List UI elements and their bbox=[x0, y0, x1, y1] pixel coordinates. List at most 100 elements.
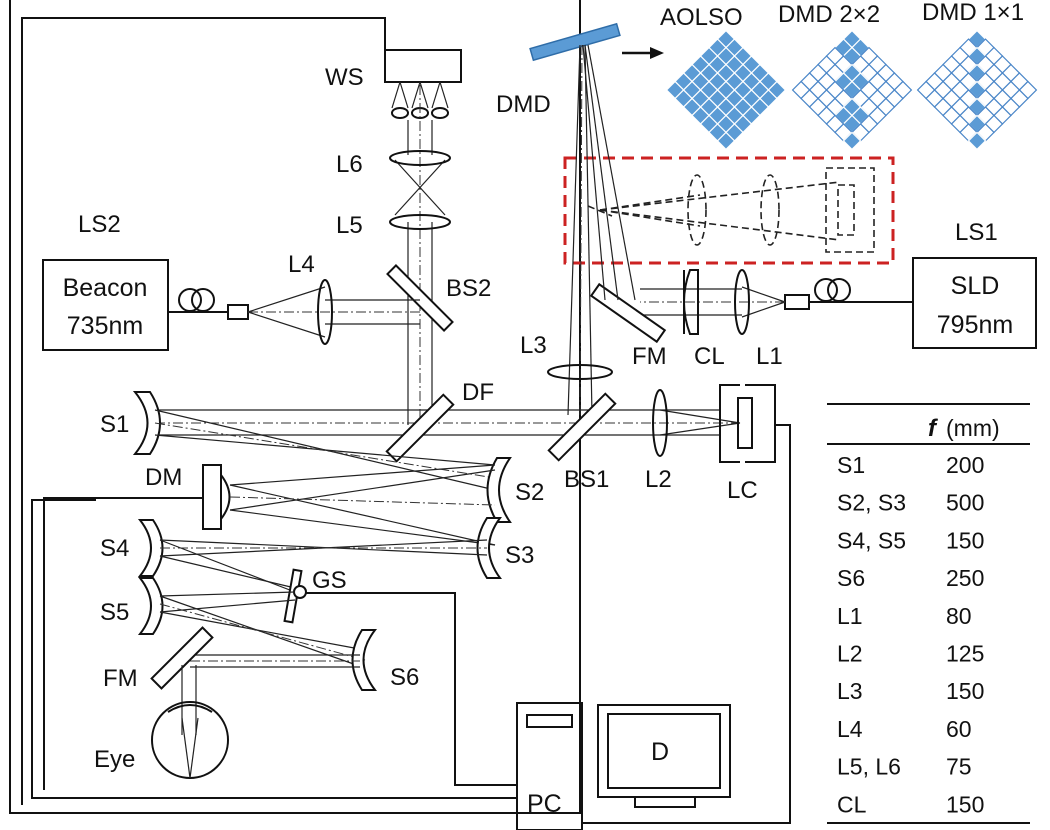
l6-label: L6 bbox=[336, 151, 363, 178]
s6-mirror bbox=[351, 629, 378, 691]
s5-mirror bbox=[137, 577, 164, 635]
s3-mirror bbox=[476, 517, 502, 579]
table-row-focal-length: 75 bbox=[946, 754, 972, 780]
gs-label: GS bbox=[312, 567, 347, 594]
table-row-element: S4, S5 bbox=[837, 527, 906, 553]
table-row-element: L2 bbox=[837, 641, 863, 667]
aolso-label: AOLSO bbox=[660, 4, 743, 31]
dm-label: DM bbox=[145, 464, 182, 491]
l2-lens bbox=[652, 389, 668, 457]
eye-globe bbox=[151, 701, 229, 779]
eye: Eye bbox=[94, 701, 229, 779]
fm-bottom-mirror bbox=[150, 626, 214, 690]
dm-deformable-mirror bbox=[202, 464, 222, 530]
dmd-micromirror-cell bbox=[842, 131, 862, 151]
table-row-focal-length: 150 bbox=[946, 527, 984, 553]
mirror-relay: S1 S2 DM S3 S4 GS S5 bbox=[100, 391, 544, 735]
inset-dashed-box bbox=[563, 156, 895, 265]
ls1-label: LS1 bbox=[955, 219, 998, 246]
l3-lens bbox=[547, 364, 613, 380]
dmd-1x1-pattern-grid bbox=[916, 29, 1038, 151]
table-row-element: L3 bbox=[837, 678, 863, 704]
s4-label: S4 bbox=[100, 535, 129, 562]
s4-mirror bbox=[137, 519, 164, 577]
eye-cornea bbox=[167, 704, 213, 713]
bs1-beamsplitter bbox=[547, 392, 617, 462]
table-row-focal-length: 125 bbox=[946, 641, 984, 667]
control-wires bbox=[9, 0, 791, 824]
alt-scan-inset bbox=[563, 156, 895, 265]
main-beam: DF BS1 L2 LC bbox=[155, 379, 776, 504]
l1-lens bbox=[734, 269, 750, 335]
dmd-section: DMD AOLSO DMD 2×2 DMD 1×1 bbox=[496, 0, 1038, 151]
table-row-element: L5, L6 bbox=[837, 754, 901, 780]
l3-label: L3 bbox=[520, 332, 547, 359]
table-row-focal-length: 80 bbox=[946, 603, 972, 629]
dmd-1x1-label: DMD 1×1 bbox=[922, 0, 1024, 26]
detection-path: L6 L5 BS2 bbox=[336, 85, 491, 425]
table-row-focal-length: 200 bbox=[946, 452, 984, 478]
beacon-name: Beacon bbox=[63, 274, 148, 302]
l4-lens bbox=[317, 279, 333, 345]
l2-label: L2 bbox=[645, 466, 672, 493]
table-row-focal-length: 150 bbox=[946, 791, 984, 817]
table-row-focal-length: 150 bbox=[946, 678, 984, 704]
dmd-micromirror-cell bbox=[716, 131, 736, 151]
s1-label: S1 bbox=[100, 411, 129, 438]
table-row-element: S2, S3 bbox=[837, 490, 906, 516]
l4-label: L4 bbox=[288, 251, 315, 278]
l1-label: L1 bbox=[756, 343, 783, 370]
bs2-label: BS2 bbox=[446, 275, 491, 302]
s5-label: S5 bbox=[100, 599, 129, 626]
dmd-2x2-label: DMD 2×2 bbox=[778, 1, 880, 28]
table-header-symbol: f bbox=[928, 415, 938, 442]
fm-bottom-label: FM bbox=[103, 665, 138, 692]
dmd-beams: L3 bbox=[520, 44, 636, 421]
s6-label: S6 bbox=[390, 664, 419, 691]
pc-tower bbox=[516, 702, 583, 830]
l6-lens bbox=[389, 150, 451, 166]
table-row-element: S1 bbox=[837, 452, 865, 478]
pc-label: PC bbox=[527, 790, 562, 818]
sld-wavelength: 795nm bbox=[937, 311, 1013, 339]
display-label: D bbox=[651, 738, 669, 766]
table-row-element: CL bbox=[837, 791, 867, 817]
dmd-mirror bbox=[529, 22, 621, 62]
beacon-wavelength: 735nm bbox=[67, 312, 143, 340]
l5-lens bbox=[389, 214, 451, 230]
ws-label: WS bbox=[325, 64, 364, 91]
s3-label: S3 bbox=[505, 542, 534, 569]
table-row-element: L4 bbox=[837, 716, 863, 742]
table-row-focal-length: 250 bbox=[946, 565, 984, 591]
aolso-pattern-grid bbox=[665, 29, 787, 151]
l5-label: L5 bbox=[336, 212, 363, 239]
fm-top-label: FM bbox=[632, 343, 667, 370]
sld-name: SLD bbox=[951, 272, 1000, 300]
computer: PC D bbox=[516, 702, 731, 830]
bs1-label: BS1 bbox=[564, 466, 609, 493]
dmd-micromirror-cell bbox=[967, 131, 987, 151]
eye-label: Eye bbox=[94, 746, 135, 773]
s2-label: S2 bbox=[515, 479, 544, 506]
ls2-label: LS2 bbox=[78, 211, 121, 238]
table-header-unit: (mm) bbox=[946, 415, 1000, 441]
table-row-focal-length: 60 bbox=[946, 716, 972, 742]
sld-source: LS1 SLD 795nm FM CL L1 bbox=[589, 219, 1037, 370]
cl-label: CL bbox=[694, 343, 725, 370]
s1-mirror bbox=[132, 391, 161, 455]
lc-label: LC bbox=[727, 477, 758, 504]
bs2-beamsplitter bbox=[386, 264, 454, 332]
s2-mirror bbox=[486, 457, 512, 523]
table-row-element: S6 bbox=[837, 565, 865, 591]
lc-camera bbox=[745, 384, 776, 463]
dmd-label: DMD bbox=[496, 91, 551, 118]
table-row-element: L1 bbox=[837, 603, 863, 629]
beacon-source: LS2 Beacon 735nm L4 bbox=[42, 211, 420, 351]
fm-top-mirror bbox=[589, 282, 667, 344]
dmd-2x2-pattern-grid bbox=[791, 29, 913, 151]
table-row-focal-length: 500 bbox=[946, 490, 984, 516]
wavefront-sensor: WS bbox=[325, 49, 462, 119]
